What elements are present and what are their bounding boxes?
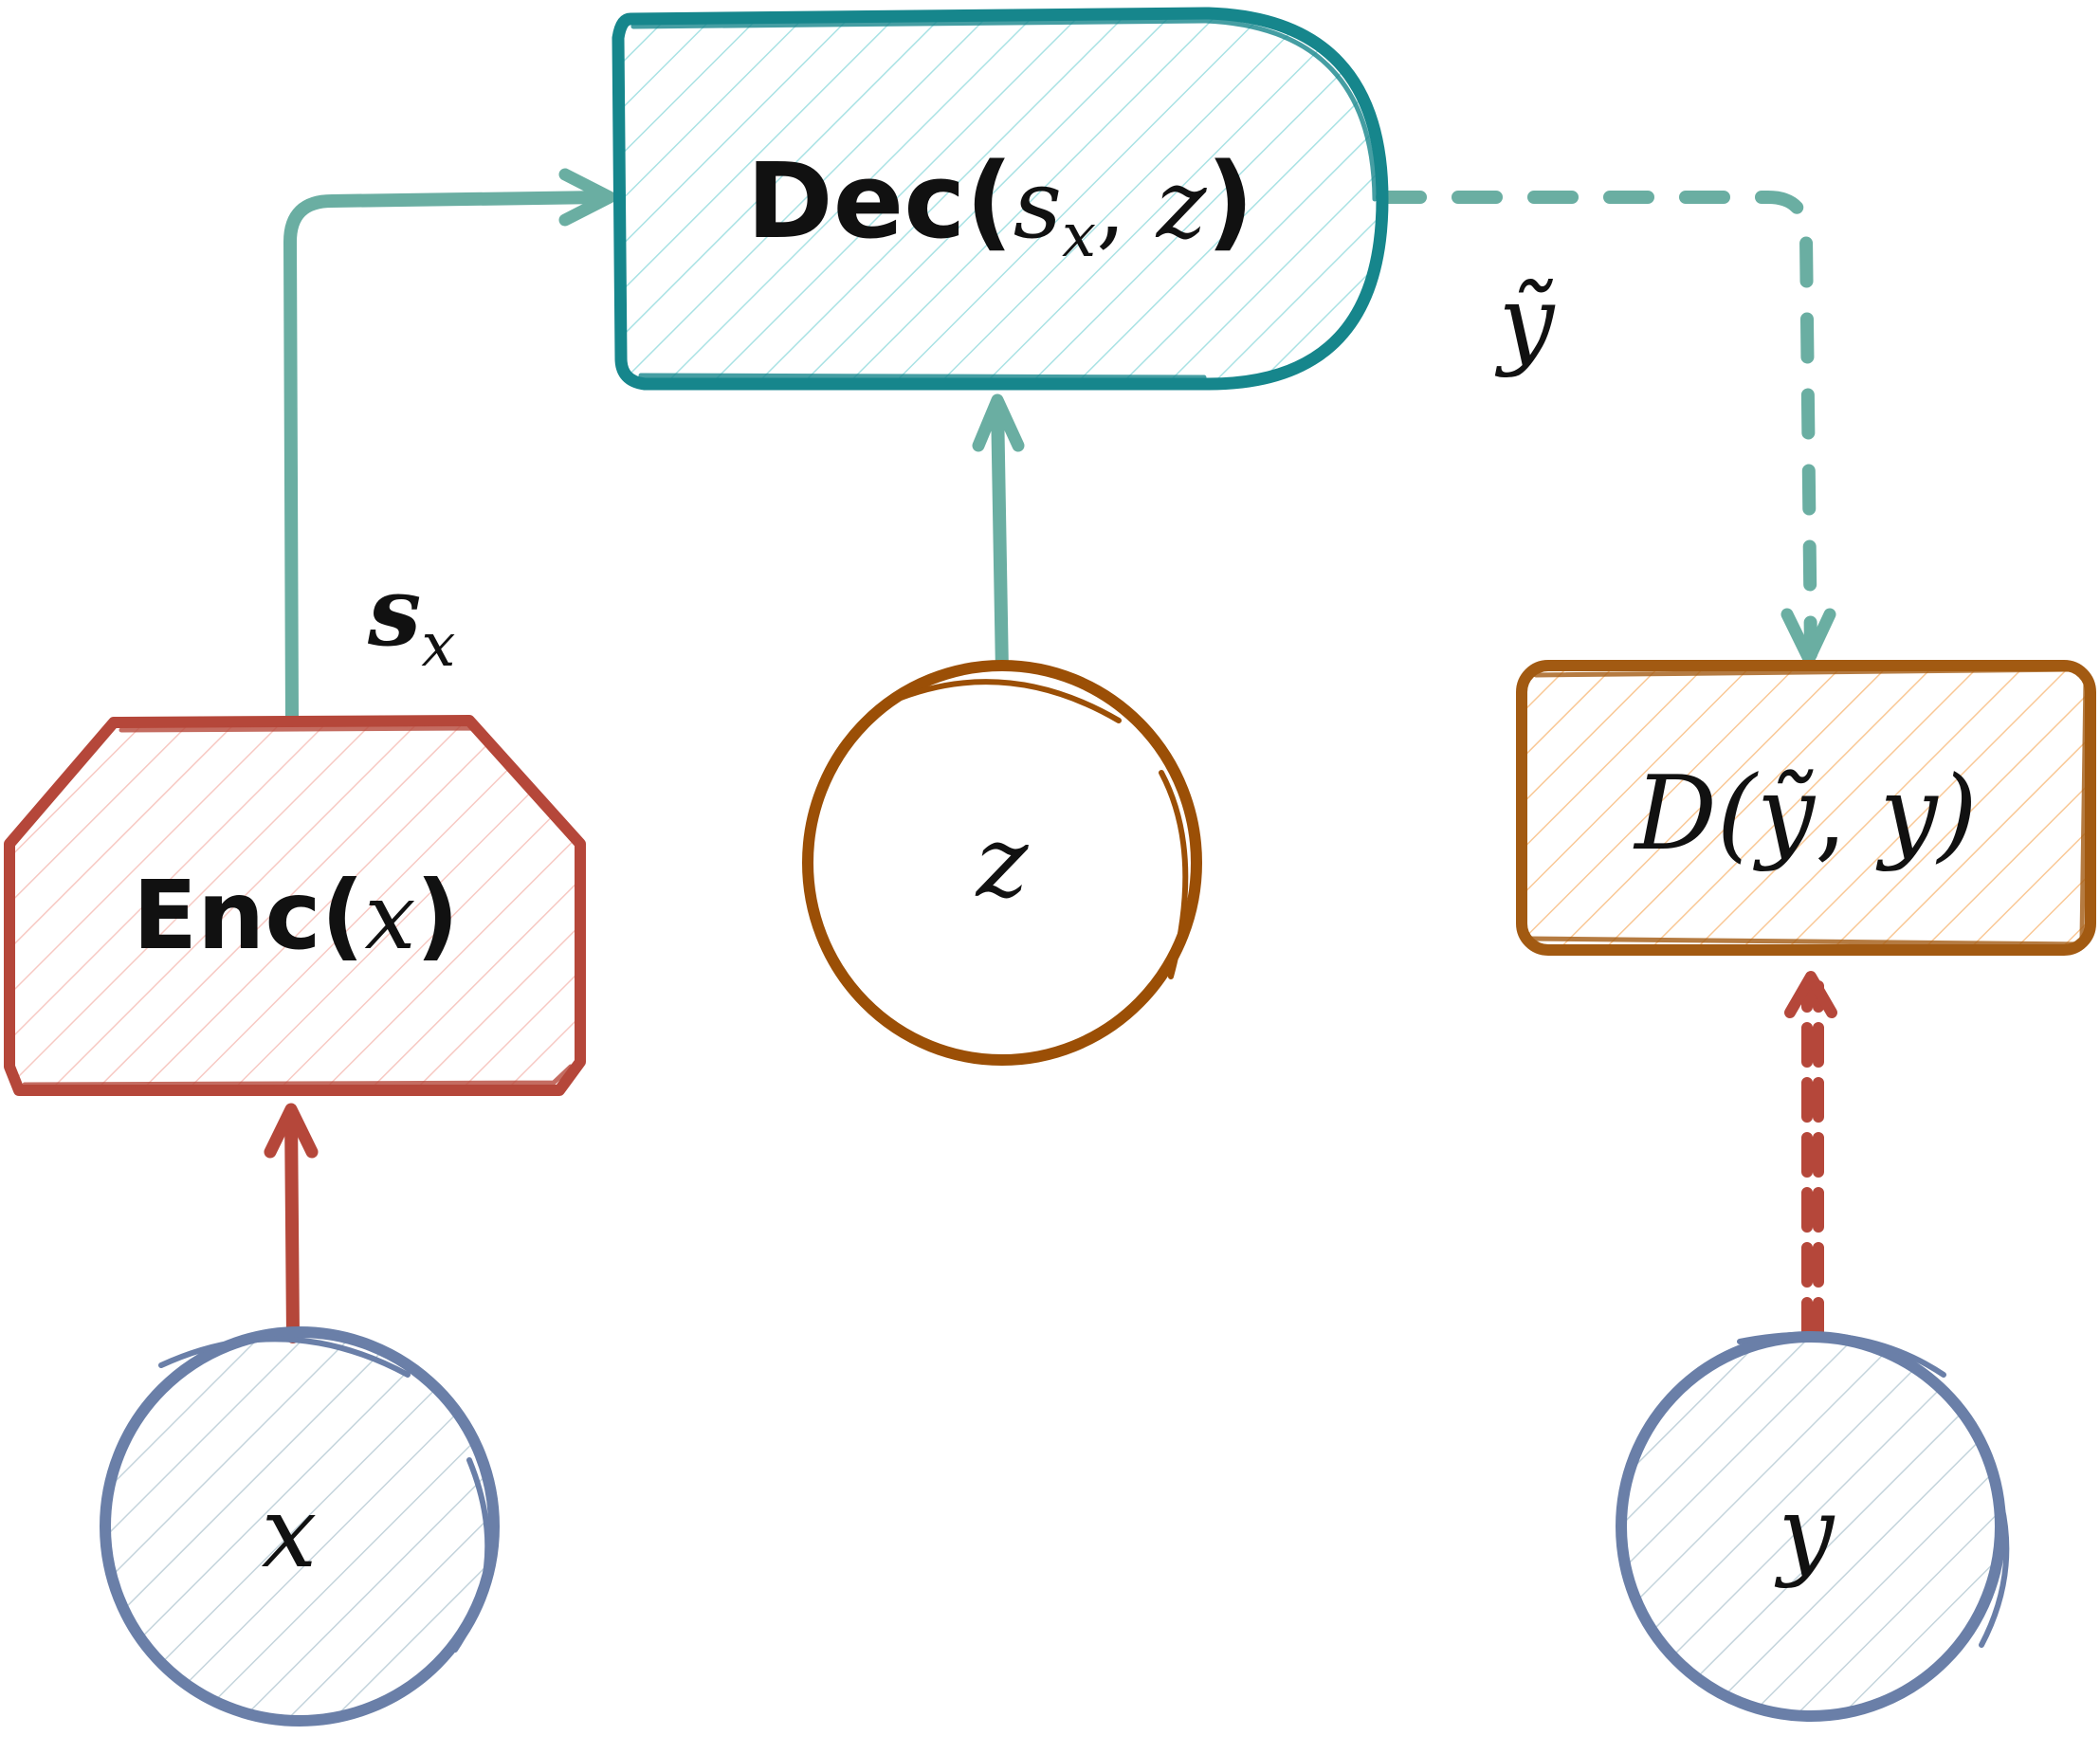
- arrow-x-to-enc: [264, 1103, 319, 1343]
- arrow-enc-to-dec: [283, 168, 616, 727]
- dist-label: D(ỹ, y): [1633, 755, 1978, 873]
- arrow-z-to-dec: [972, 393, 1025, 680]
- y-label: y: [1775, 1474, 1835, 1590]
- z-label: z: [975, 804, 1030, 920]
- dec-node: Dec(sx, z): [612, 7, 1389, 391]
- arrow-y-to-dist: [1784, 971, 1837, 1343]
- x-node: x: [100, 1326, 500, 1727]
- enc-label: Enc(x): [133, 860, 459, 971]
- edge-label-sx: sx: [367, 556, 455, 681]
- arrow-dec-to-dist: [1376, 191, 1836, 666]
- edge-label-y-tilde: ỹ: [1495, 264, 1556, 379]
- z-node: z: [802, 660, 1202, 1066]
- dist-node: D(ỹ, y): [1516, 660, 2096, 956]
- y-node: y: [1616, 1331, 2010, 1722]
- enc-node: Enc(x): [4, 715, 586, 1096]
- x-label: x: [262, 1474, 318, 1590]
- dec-label: Dec(sx, z): [746, 140, 1253, 271]
